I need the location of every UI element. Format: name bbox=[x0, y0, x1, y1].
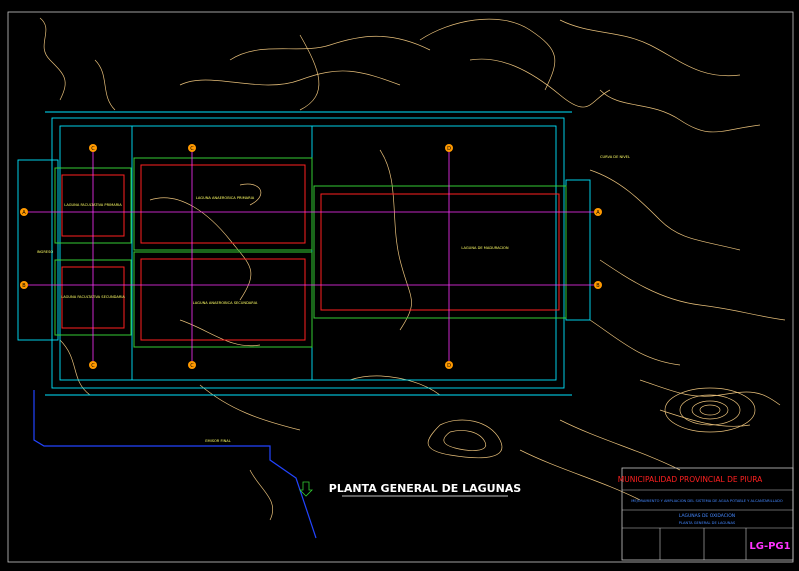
label-fac-top: LAGUNA FACULTATIVA PRIMARIA bbox=[64, 203, 122, 207]
marker-label: C bbox=[190, 363, 194, 369]
pond-ana-top-berm bbox=[133, 157, 313, 251]
marker-circle bbox=[89, 361, 97, 369]
marker-label: B bbox=[22, 283, 26, 289]
contour-line bbox=[599, 259, 786, 321]
pond-ana-bottom-inner bbox=[140, 258, 306, 341]
marker-circle bbox=[89, 144, 97, 152]
marker-circle bbox=[594, 208, 602, 216]
contour-line bbox=[149, 197, 252, 301]
marker-label: D bbox=[447, 363, 451, 369]
drawing-frame bbox=[7, 11, 794, 563]
contour-line bbox=[299, 34, 320, 111]
contour-line bbox=[179, 70, 401, 86]
pond-ana-bottom-berm bbox=[133, 251, 313, 348]
marker-label: A bbox=[596, 210, 600, 216]
contour-line bbox=[559, 19, 741, 77]
marker-label: C bbox=[190, 146, 194, 152]
site-perimeter bbox=[17, 111, 591, 396]
contour-line bbox=[419, 18, 556, 91]
pipe-line bbox=[33, 390, 317, 539]
pond-maturation-inner bbox=[320, 193, 560, 311]
pond-labels: LAGUNA FACULTATIVA PRIMARIA LAGUNA FACUL… bbox=[61, 196, 509, 305]
marker-label: B bbox=[596, 283, 600, 289]
marker-circle bbox=[445, 144, 453, 152]
contour-line bbox=[59, 339, 91, 396]
marker-circle bbox=[188, 361, 196, 369]
label-outfall: EMISOR FINAL bbox=[205, 439, 230, 443]
contour-line bbox=[599, 89, 761, 133]
title-block: MUNICIPALIDAD PROVINCIAL DE PIURA MEJORA… bbox=[618, 467, 794, 561]
contour-hill bbox=[699, 404, 721, 416]
sheet-code: LG-PG1 bbox=[749, 541, 790, 552]
contour-line bbox=[229, 35, 431, 61]
project-name: MEJORAMIENTO Y AMPLIACION DEL SISTEMA DE… bbox=[631, 499, 783, 503]
topographic-contours bbox=[39, 17, 786, 521]
contour-line bbox=[239, 183, 262, 206]
section-axes bbox=[24, 148, 598, 365]
contour-line bbox=[559, 419, 681, 471]
contour-line bbox=[659, 409, 751, 427]
marker-circle bbox=[188, 144, 196, 152]
contour-hill bbox=[679, 394, 741, 426]
label-fac-bottom: LAGUNA FACULTATIVA SECUNDARIA bbox=[61, 295, 125, 299]
outlet-structure bbox=[565, 179, 591, 321]
marker-circle bbox=[20, 208, 28, 216]
contour-hill bbox=[427, 419, 503, 459]
contour-line bbox=[639, 379, 781, 406]
contour-line bbox=[379, 149, 412, 331]
contour-line bbox=[249, 469, 274, 521]
contour-line bbox=[589, 319, 681, 366]
marker-circle bbox=[594, 281, 602, 289]
sheet-subtitle: PLANTA GENERAL DE LAGUNAS bbox=[679, 521, 736, 525]
contour-line bbox=[519, 449, 641, 501]
section-markers: A A B B C C C C D D bbox=[20, 144, 602, 369]
contour-line bbox=[469, 58, 611, 108]
institution-name: MUNICIPALIDAD PROVINCIAL DE PIURA bbox=[618, 475, 763, 484]
marker-label: C bbox=[91, 363, 95, 369]
outfall-pipe bbox=[33, 390, 317, 539]
contour-line bbox=[349, 375, 441, 396]
ponds bbox=[54, 157, 567, 348]
contour-line bbox=[179, 319, 261, 347]
drawing-title: PLANTA GENERAL DE LAGUNAS bbox=[329, 482, 522, 495]
title-block-frame bbox=[621, 467, 794, 561]
contour-hill bbox=[691, 400, 729, 420]
north-arrow-icon bbox=[299, 481, 313, 497]
contour-line bbox=[199, 384, 301, 431]
label-ana-top: LAGUNA ANAEROBICA PRIMARIA bbox=[196, 196, 255, 200]
pond-maturation-berm bbox=[313, 185, 567, 319]
inner-fence bbox=[59, 125, 557, 381]
inlet-structure bbox=[17, 159, 59, 341]
marker-circle bbox=[20, 281, 28, 289]
contour-hill bbox=[664, 387, 756, 433]
marker-label: D bbox=[447, 146, 451, 152]
contour-line bbox=[94, 59, 116, 111]
marker-label: A bbox=[22, 210, 26, 216]
contour-line bbox=[589, 169, 741, 251]
label-contour: CURVA DE NIVEL bbox=[600, 155, 630, 159]
pond-ana-top-inner bbox=[140, 164, 306, 244]
contour-hill bbox=[443, 430, 487, 451]
contour-line bbox=[39, 17, 66, 101]
marker-circle bbox=[445, 361, 453, 369]
sheet-title: LAGUNAS DE OXIDACION bbox=[679, 513, 735, 519]
marker-label: C bbox=[91, 146, 95, 152]
label-ana-bottom: LAGUNA ANAEROBICA SECUNDARIA bbox=[193, 301, 258, 305]
label-inlet: INGRESO bbox=[37, 250, 54, 254]
label-maturation: LAGUNA DE MADURACION bbox=[461, 246, 508, 250]
outer-fence bbox=[51, 117, 565, 389]
